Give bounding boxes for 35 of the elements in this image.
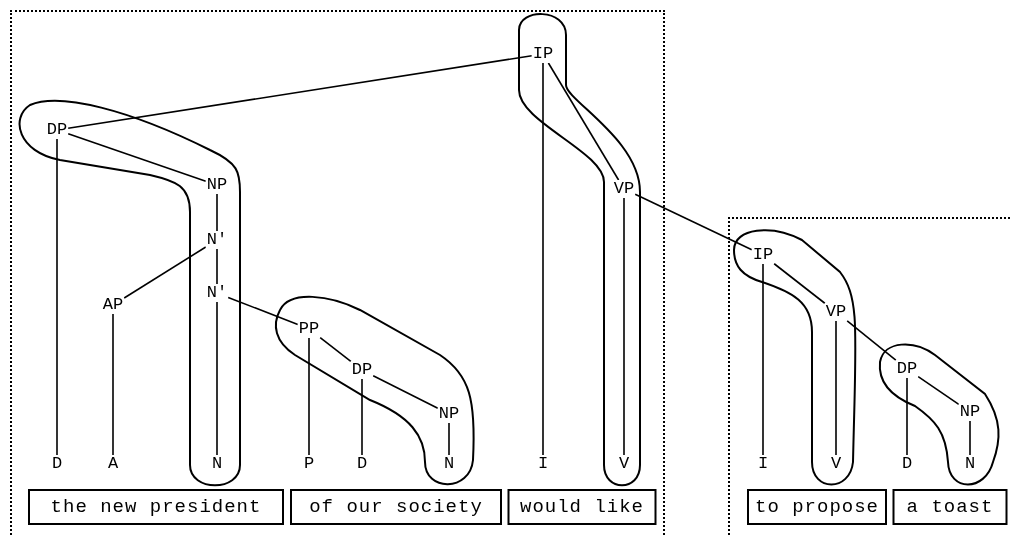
- tree-branch: [762, 263, 764, 456]
- word-box: the new president: [28, 489, 284, 525]
- tree-branch: [56, 138, 58, 456]
- tree-label: DP: [350, 361, 374, 379]
- word-box: would like: [507, 489, 657, 525]
- dotted-frame: [728, 217, 1010, 536]
- tree-branch: [634, 193, 753, 251]
- tree-branch: [969, 420, 971, 456]
- tree-branch: [372, 374, 439, 410]
- tree-branch: [319, 336, 352, 363]
- tree-branch: [448, 422, 450, 456]
- word-box: to propose: [747, 489, 887, 525]
- tree-branch: [216, 301, 218, 456]
- tree-branch: [123, 246, 207, 299]
- tree-branch: [67, 133, 207, 182]
- dotted-frame: [10, 10, 665, 536]
- word-box: a toast: [892, 489, 1008, 525]
- tree-branch: [216, 248, 218, 285]
- tree-branch: [906, 377, 908, 456]
- tree-branch: [917, 375, 960, 406]
- word-box: of our society: [290, 489, 502, 525]
- tree-branch: [547, 62, 620, 181]
- tree-branch: [67, 54, 533, 130]
- tree-label: DP: [895, 360, 919, 378]
- tree-branch: [216, 193, 218, 232]
- tree-branch: [308, 337, 310, 456]
- tree-branch: [623, 197, 625, 456]
- tree-branch: [846, 320, 897, 361]
- tree-branch: [361, 378, 363, 456]
- tree-branch: [773, 262, 826, 305]
- tree-branch: [112, 313, 114, 456]
- tree-label: IP: [531, 45, 555, 63]
- tree-branch: [542, 62, 544, 456]
- tree-branch: [835, 320, 837, 456]
- tree-branch: [227, 296, 299, 326]
